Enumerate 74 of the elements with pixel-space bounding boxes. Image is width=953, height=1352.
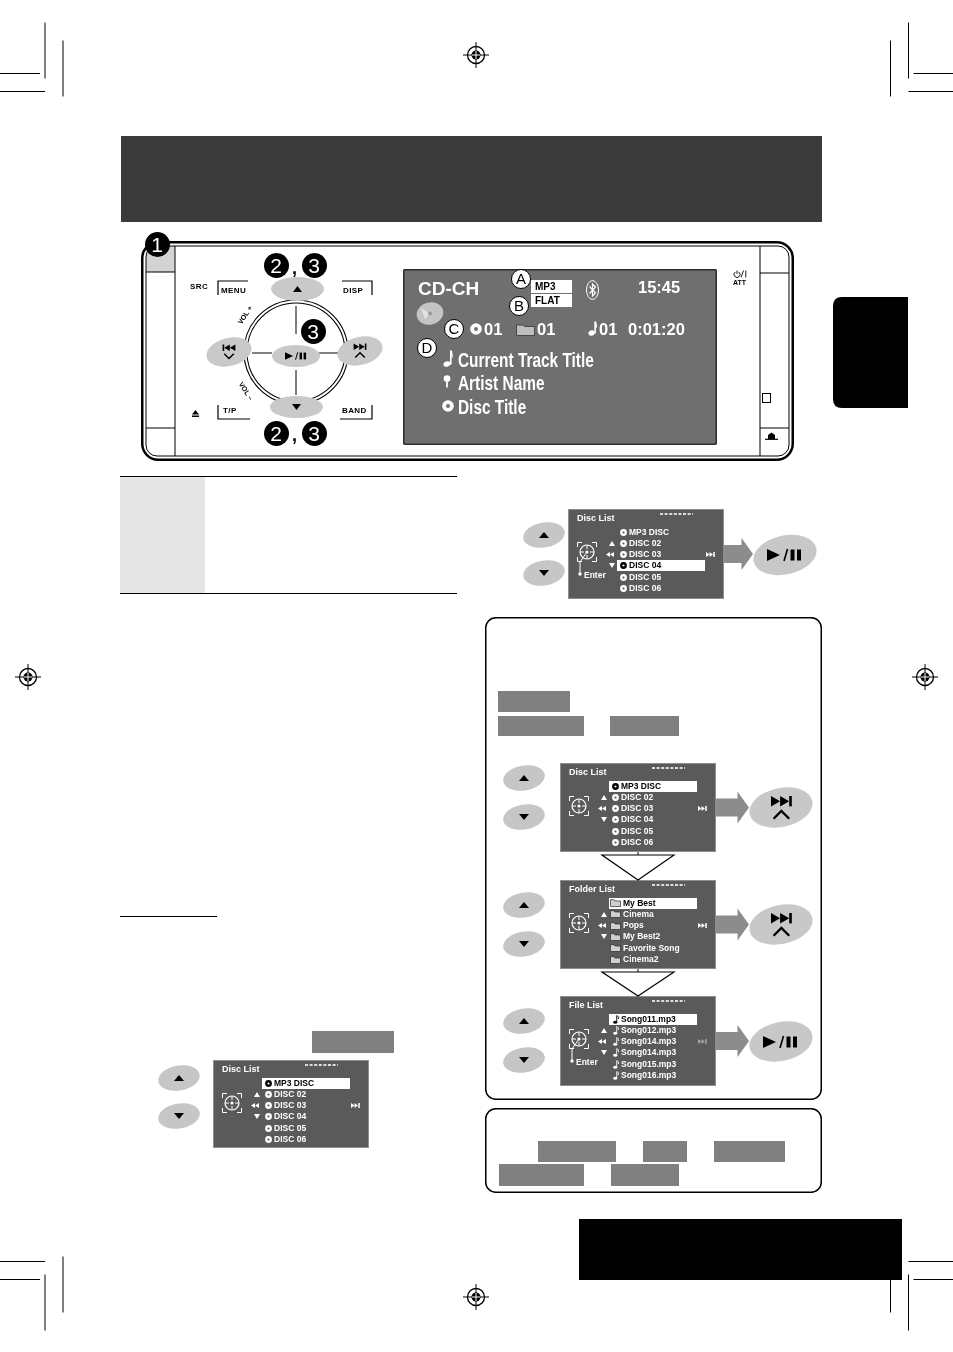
callout-number: 1 — [144, 231, 170, 257]
enter-label: Enter — [584, 570, 606, 581]
track-number: 01 — [599, 321, 618, 338]
block-arrow — [716, 791, 749, 824]
block-arrow — [724, 538, 753, 570]
list-item: My Best — [623, 897, 656, 909]
list-screen — [568, 509, 724, 599]
folder-number: 01 — [537, 321, 556, 338]
list-screen — [560, 763, 716, 852]
callout-separator: , — [292, 425, 297, 445]
list-item: DISC 06 — [274, 1134, 307, 1145]
list-item: DISC 06 — [629, 583, 662, 594]
list-item: DISC 05 — [629, 571, 662, 583]
skip-forward-button — [748, 786, 814, 829]
button-label: MENU — [221, 287, 247, 295]
list-item: DISC 05 — [621, 825, 654, 837]
list-item: DISC 02 — [274, 1088, 307, 1100]
list-item: Song014.mp3 — [621, 1047, 677, 1059]
track-title: Current Track Title — [458, 351, 594, 371]
screen-title: File List — [569, 1001, 603, 1010]
button-label: BAND — [342, 407, 367, 415]
screen-title: Disc List — [577, 514, 615, 523]
list-item: Song012.mp3 — [621, 1024, 677, 1036]
screen-title: Disc List — [222, 1065, 260, 1074]
list-item: DISC 04 — [274, 1111, 307, 1123]
list-screen — [560, 880, 716, 969]
list-item: DISC 04 — [629, 560, 662, 572]
list-item: DISC 03 — [629, 549, 662, 561]
button-label: T/P — [223, 407, 237, 415]
play-pause-button — [748, 1020, 814, 1063]
list-item: DISC 03 — [274, 1100, 307, 1112]
list-item: Favorite Song — [623, 942, 680, 954]
list-item: Song015.mp3 — [621, 1058, 677, 1070]
list-item: DISC 05 — [274, 1122, 307, 1134]
callout-separator: , — [292, 258, 297, 278]
list-item: Song016.mp3 — [621, 1070, 677, 1081]
list-item: DISC 03 — [621, 803, 654, 815]
chevron-arrow — [601, 968, 675, 997]
list-item: MP3 DISC — [629, 526, 670, 538]
block-arrow — [716, 908, 749, 941]
list-screen — [213, 1060, 369, 1148]
chevron-arrow — [601, 851, 675, 881]
disc-number: 01 — [484, 321, 503, 338]
list-item: MP3 DISC — [274, 1077, 315, 1089]
list-item: Pops — [623, 920, 644, 932]
disc-title: Disc Title — [458, 398, 527, 418]
artist-name: Artist Name — [458, 374, 545, 394]
list-item: Cinema — [623, 908, 654, 920]
sound-mode-label: FLAT — [531, 294, 572, 307]
list-item: DISC 06 — [621, 837, 654, 848]
list-item: Cinema2 — [623, 954, 659, 965]
list-item: My Best2 — [623, 931, 661, 943]
list-item: DISC 02 — [629, 537, 662, 549]
list-item: Song014.mp3 — [621, 1036, 677, 1048]
file-type-label: MP3 — [531, 280, 572, 293]
screen-title: Disc List — [569, 768, 607, 777]
side-tab — [833, 297, 908, 408]
enter-label: Enter — [576, 1057, 598, 1068]
list-item: MP3 DISC — [621, 780, 662, 792]
block-arrow — [716, 1025, 749, 1057]
skip-forward-button — [748, 903, 814, 946]
screen-title: Folder List — [569, 885, 615, 894]
list-item: Song011.mp3 — [621, 1013, 676, 1025]
source-label: CD-CH — [418, 279, 480, 298]
button-label: SRC — [190, 283, 209, 291]
list-item: DISC 04 — [621, 814, 654, 826]
list-item: DISC 02 — [621, 791, 654, 803]
clock-time: 15:45 — [638, 279, 681, 296]
rounded-frame — [485, 1108, 822, 1193]
elapsed-time: 0:01:20 — [628, 321, 685, 338]
list-screen — [560, 996, 716, 1086]
button-label: DISP — [343, 287, 364, 295]
play-pause-button — [752, 534, 818, 576]
display-screen — [403, 269, 717, 445]
